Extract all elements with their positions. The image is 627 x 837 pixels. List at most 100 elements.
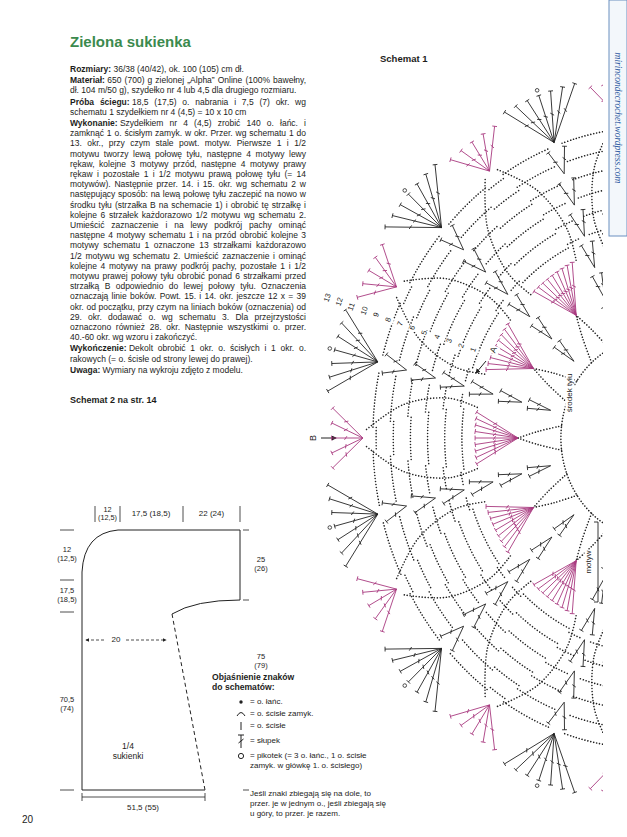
double-crochet	[589, 86, 603, 118]
chain-stitches	[383, 521, 401, 574]
chain-stitches	[568, 238, 580, 244]
double-crochet	[601, 758, 603, 792]
double-crochet	[536, 537, 552, 560]
double-crochet	[411, 377, 435, 382]
double-crochet	[558, 339, 575, 361]
double-crochet	[557, 671, 574, 694]
row-number: 9	[372, 311, 382, 320]
double-crochet	[590, 577, 603, 601]
chain-stitches	[408, 460, 413, 497]
dimension-line	[82, 793, 205, 801]
pattern-piece	[60, 506, 249, 801]
double-crochet	[385, 506, 407, 524]
section-heading: Schemat 2 na str. 14	[70, 395, 157, 405]
row-number: 7	[396, 320, 406, 329]
picot	[328, 347, 332, 351]
chain-stitches	[576, 315, 591, 362]
double-crochet	[385, 647, 442, 652]
double-crochet	[528, 398, 550, 411]
chain-stitches	[578, 190, 603, 198]
double-crochet	[579, 608, 594, 631]
double-crochet	[442, 490, 464, 506]
shoulder-line	[118, 530, 240, 531]
legend-symbols	[237, 700, 245, 758]
double-crochet-symbol	[238, 735, 244, 748]
chain-stitches	[517, 689, 554, 710]
chain-stitches	[444, 532, 465, 577]
chain-stitches	[494, 190, 519, 209]
double-crochet	[568, 213, 584, 236]
double-crochet	[498, 399, 522, 404]
double-crochet	[433, 648, 442, 711]
armhole-line	[172, 600, 240, 614]
double-crochet	[503, 110, 554, 142]
double-crochet	[471, 380, 493, 395]
dimension-label: 25 (26)	[250, 556, 272, 573]
double-crochet	[331, 406, 363, 438]
chain-stitches	[425, 383, 429, 412]
chain-stitches	[523, 248, 569, 283]
double-crochet	[601, 306, 603, 330]
section-heading: Rozmiary:	[70, 64, 111, 74]
chain-stitches	[461, 639, 492, 670]
picot	[535, 784, 539, 788]
chain-stitches	[417, 558, 431, 587]
double-crochet	[450, 705, 490, 719]
double-crochet	[497, 338, 534, 368]
chain-stitches	[428, 589, 452, 627]
double-crochet	[601, 546, 603, 570]
chain-stitches	[511, 280, 521, 290]
chain-stitches	[544, 661, 568, 673]
legend-text: = o. ścisłe	[250, 721, 392, 731]
chain-stitches	[462, 407, 464, 469]
double-crochet	[554, 734, 565, 790]
chain-stitches	[458, 520, 482, 571]
paragraph: Materiał:650 (700) g zielonej „Alpha” On…	[70, 75, 306, 95]
double-crochet	[548, 91, 554, 143]
double-crochet	[536, 316, 552, 339]
chain-stitches	[474, 225, 499, 250]
chain-stitches	[392, 421, 394, 454]
chain-stitches	[589, 642, 602, 646]
chain-stitches	[404, 573, 413, 592]
double-crochet	[327, 483, 378, 514]
double-crochet	[546, 151, 564, 173]
watermark-box	[609, 0, 627, 236]
body-text: Szydełkiem nr 4 (4,5) zrobić 140 o. łańc…	[70, 118, 306, 342]
row-number: 8	[384, 315, 394, 324]
double-crochet	[399, 648, 441, 673]
legend-text: = słupek	[250, 736, 392, 746]
chain-stitches	[589, 230, 602, 234]
row-number: 2	[457, 341, 467, 350]
body-text: 36/38 (40/42), ok. 100 (105) cm dł.	[113, 64, 243, 74]
chain-stitches	[486, 244, 505, 264]
legend-text: = o. ścisłe zamyk.	[250, 709, 392, 719]
dimension-label: 17,5 (18,5)	[54, 587, 80, 604]
double-crochet	[329, 497, 378, 515]
chain-stitches	[396, 296, 485, 374]
double-crochet	[373, 256, 396, 287]
double-crochet	[363, 589, 397, 595]
chain-stitches	[562, 733, 603, 746]
double-crochet	[515, 293, 530, 316]
legend-text: = o. łańc.	[250, 697, 392, 707]
double-crochet	[589, 758, 603, 790]
chain-stitches	[480, 573, 492, 590]
picot	[403, 189, 407, 193]
paragraph: Schemat 2 na str. 14	[70, 395, 306, 405]
body-text: 650 (700) g zielonej „Alpha” Online (100…	[70, 75, 306, 95]
double-crochet	[331, 438, 363, 470]
picot-symbol	[238, 753, 243, 758]
double-crochet	[460, 149, 490, 171]
double-crochet	[515, 559, 530, 582]
paragraph: Rozmiary:36/38 (40/42), ok. 100 (105) cm…	[70, 64, 306, 74]
double-crochet	[337, 334, 378, 362]
hem-line	[82, 790, 205, 791]
chain-stitches	[408, 379, 413, 416]
row-number: 12	[334, 296, 346, 309]
motif-label: motyw	[584, 549, 593, 574]
picot	[328, 526, 332, 530]
double-crochet	[546, 702, 564, 724]
double-crochet	[530, 537, 552, 552]
chain-stitches	[449, 500, 455, 521]
